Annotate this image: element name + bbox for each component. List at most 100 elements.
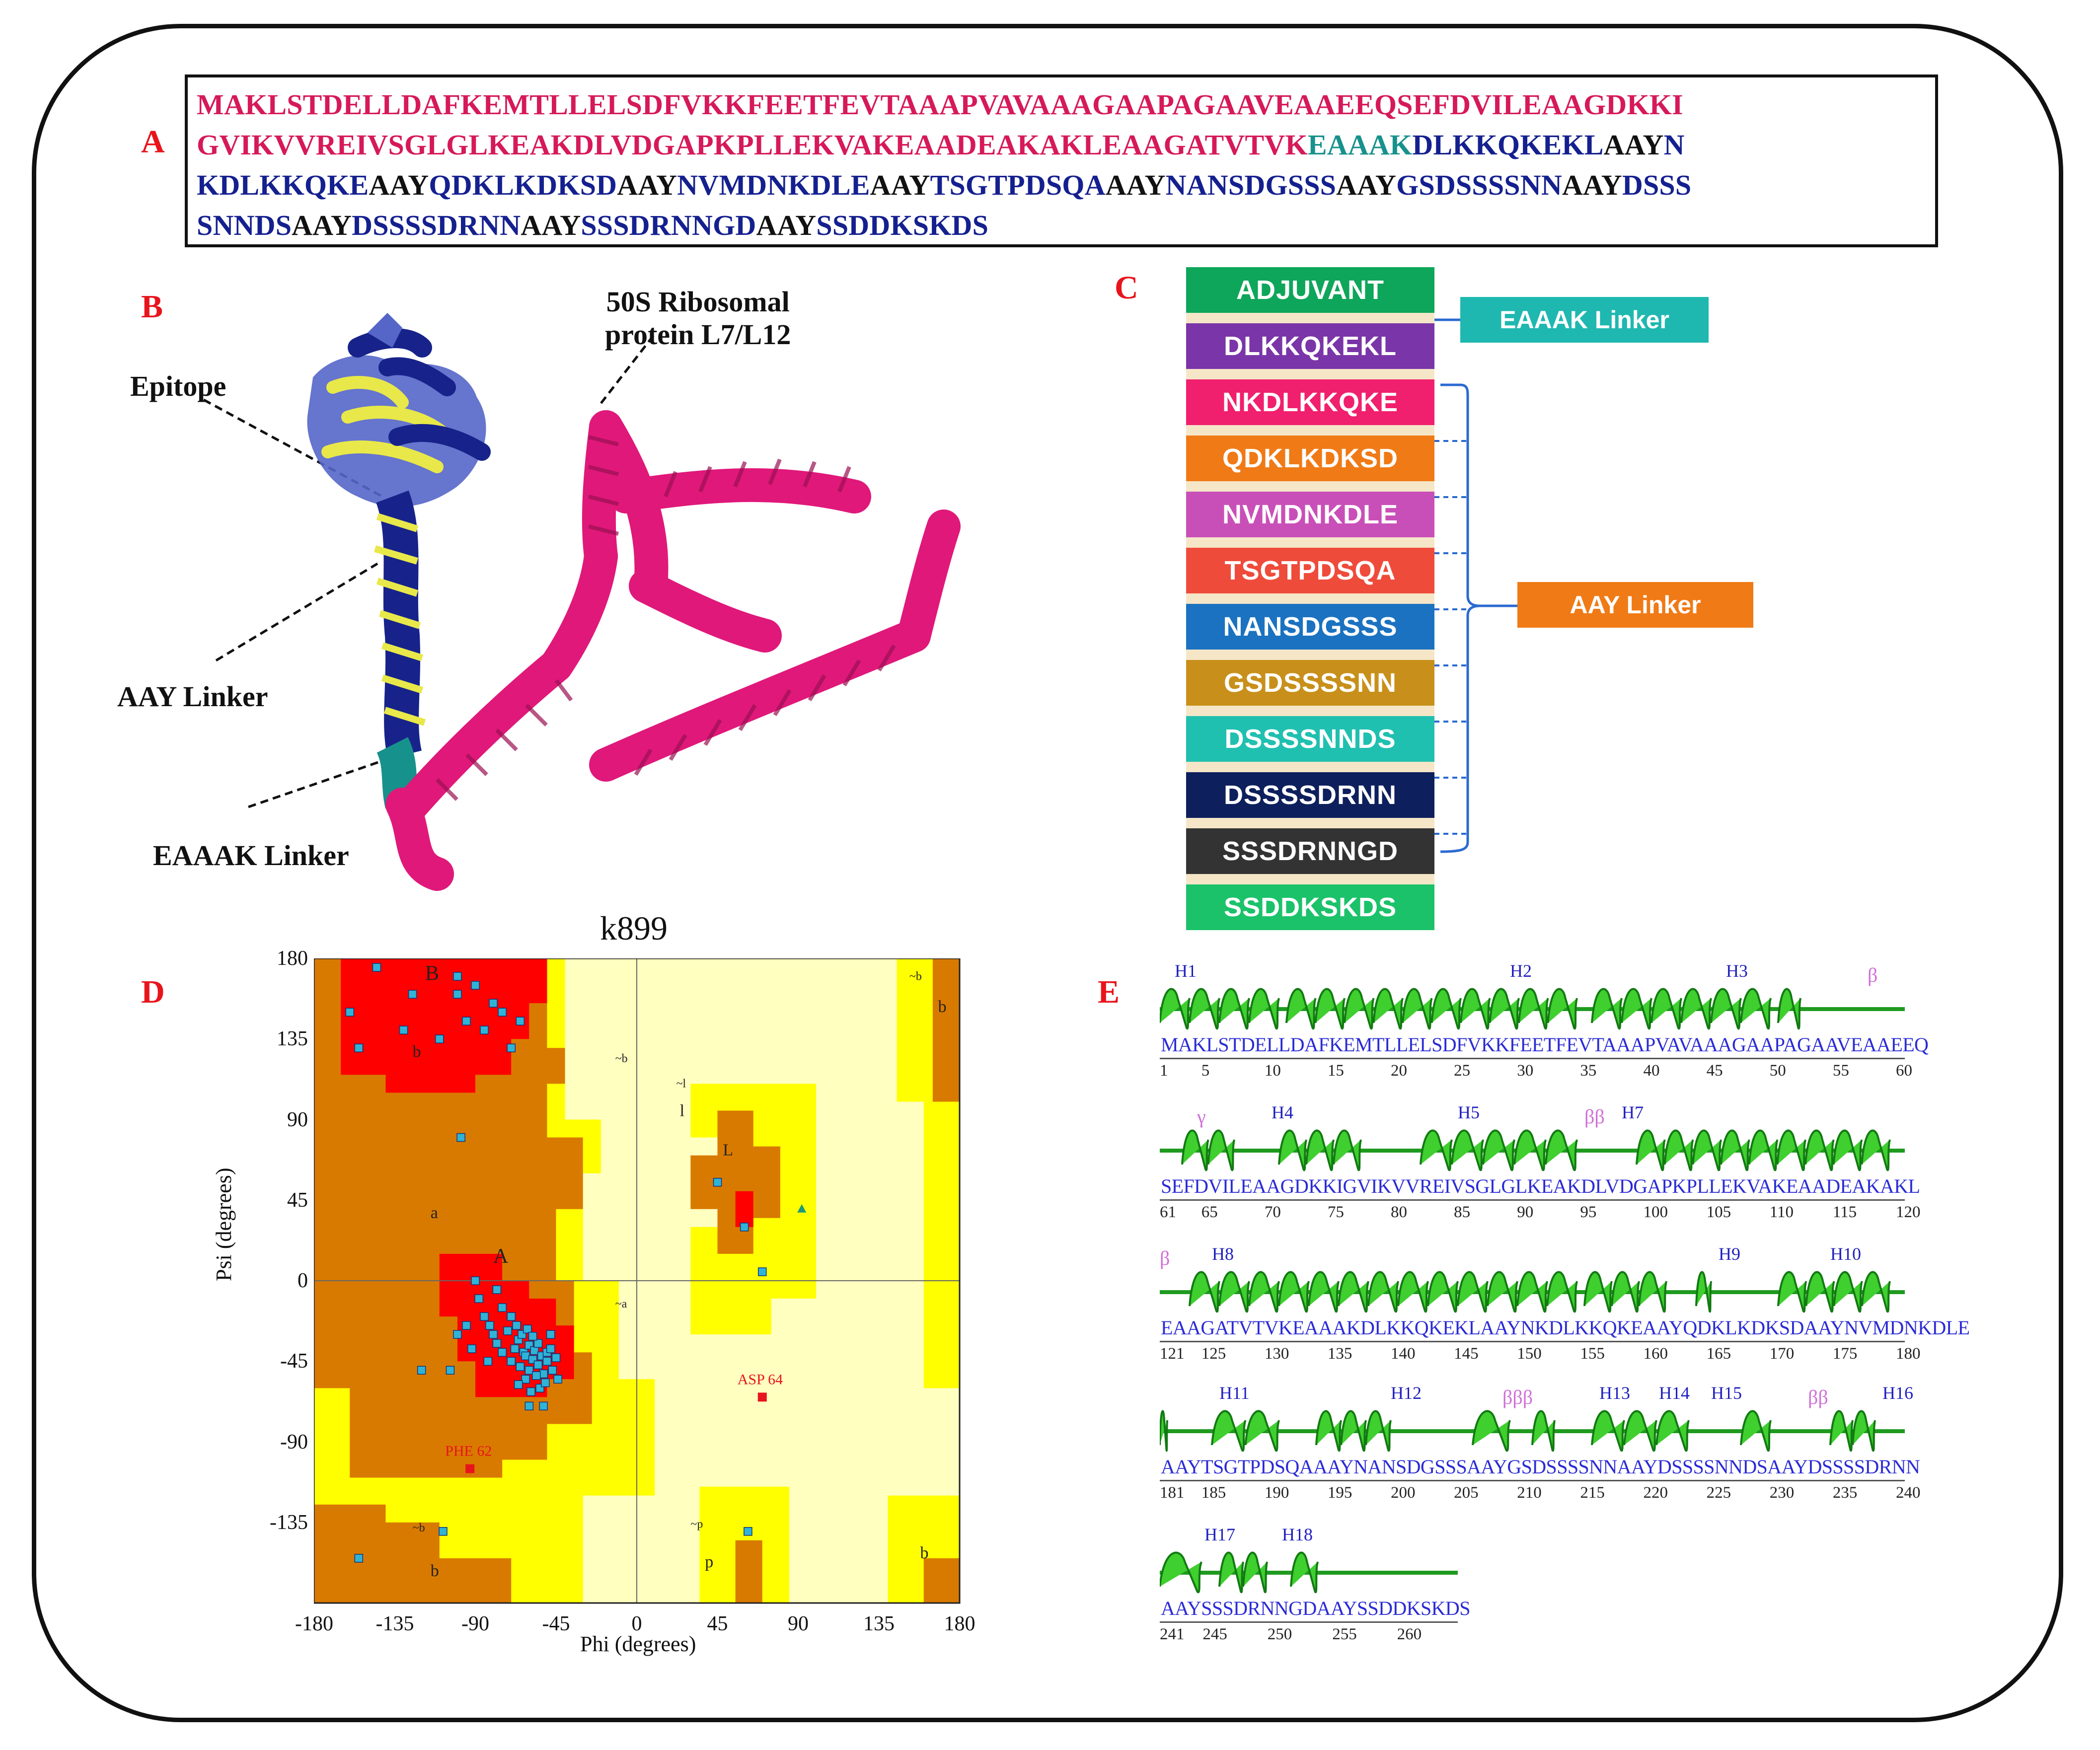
helix-turn (1583, 1271, 1613, 1313)
residue-point (507, 1312, 516, 1321)
residue-point (489, 1330, 498, 1339)
residue-point (498, 1008, 507, 1017)
helix-turn (1430, 988, 1462, 1030)
outlier-point (465, 1464, 475, 1473)
residue-point (399, 1025, 408, 1034)
sequence-segment-black: AAY (870, 169, 930, 201)
ruler-number: 140 (1391, 1345, 1416, 1363)
x-tick-label: -45 (542, 1612, 570, 1635)
epitope-domain (307, 313, 491, 507)
helix-label: H14 (1659, 1383, 1690, 1403)
helix-turn (1829, 1410, 1854, 1452)
ruler-number: 240 (1896, 1484, 1921, 1502)
ruler-number: 25 (1454, 1062, 1471, 1080)
ss-sequence: AAYTSGTPDSQAAAYNANSDGSSSAAYGSDSSSSNNAAYD… (1161, 1456, 1920, 1478)
helix-turn (1278, 1129, 1307, 1171)
region-allowed-br (923, 1558, 960, 1603)
helix-label: H3 (1726, 961, 1748, 981)
helix-turn (1720, 1129, 1750, 1171)
sequence-segment-blue: SSSDRNNGD (581, 209, 756, 241)
ruler-number: 120 (1896, 1203, 1921, 1221)
ruler-number: 1 (1160, 1062, 1168, 1080)
sequence-segment-blue: SSDDKSKDS (816, 209, 989, 241)
ruler-number: 165 (1706, 1345, 1731, 1363)
residue-point (516, 1017, 525, 1025)
construct-box: DLKKQKEKL (1186, 323, 1434, 369)
residue-point (492, 1285, 502, 1294)
ruler-number: 45 (1706, 1062, 1723, 1080)
helix-turn (1457, 1271, 1489, 1313)
residue-point (471, 1276, 480, 1285)
ruler-number: 215 (1580, 1484, 1605, 1502)
helix-turn (1777, 988, 1801, 1030)
y-tick-label: -135 (270, 1511, 308, 1534)
helix-turn (1852, 1410, 1876, 1452)
residue-point (483, 1357, 493, 1366)
residue-point (456, 1133, 465, 1142)
sequence-segment-pink: MAKLSTDELLDAFKEMTLLELSDFVKKFEETFEVTAAAPV… (197, 88, 1683, 121)
residue-point (446, 1366, 455, 1375)
ruler-number: 5 (1201, 1062, 1210, 1080)
region-label: ~b (615, 1052, 628, 1065)
ruler-number: 95 (1580, 1203, 1597, 1221)
residue-point (744, 1527, 752, 1536)
outlier-label: PHE 62 (445, 1443, 492, 1459)
ruler-line (1160, 1341, 1905, 1342)
eaaak-linker-callout: EAAAK Linker (153, 839, 349, 872)
ruler-number: 181 (1160, 1484, 1185, 1502)
linker-bracket-lines (1434, 318, 1517, 853)
helix-label: H12 (1391, 1383, 1422, 1403)
ruler-number: 241 (1160, 1625, 1185, 1643)
sequence-box: MAKLSTDELLDAFKEMTLLELSDFVKKFEETFEVTAAAPV… (185, 74, 1938, 247)
residue-point (480, 1312, 489, 1321)
residue-point (462, 1321, 471, 1330)
region-allowed-bottom (314, 1504, 512, 1603)
residue-point (539, 1369, 548, 1379)
helix-turn (1218, 988, 1250, 1030)
region-allowed-p (735, 1540, 762, 1603)
aay-linker-box: AAY Linker (1517, 582, 1753, 628)
residue-point (516, 1362, 525, 1371)
x-tick-label: -180 (295, 1612, 333, 1635)
ruler-number: 20 (1391, 1062, 1408, 1080)
residue-point (542, 1357, 552, 1366)
outlier-point (757, 1392, 767, 1402)
ruler-number: 60 (1896, 1062, 1912, 1080)
eaaak-leader-line (248, 753, 400, 808)
sequence-segment-pink: GVIKVVREIVSGLGLKEAKDLVDGAPKPLLEKVAKEAADE… (197, 129, 1308, 161)
region-label: B (425, 962, 439, 985)
y-tick-label: 0 (298, 1269, 308, 1292)
helix-turn (1451, 1129, 1484, 1171)
sequence-segment-blue: NANSDGSSS (1165, 169, 1337, 201)
construct-box: NVMDNKDLE (1186, 492, 1434, 537)
y-axis-label: Psi (degrees) (212, 1167, 236, 1282)
helix-turn (1314, 988, 1346, 1030)
residue-point (521, 1351, 530, 1361)
helix-label: H11 (1219, 1383, 1250, 1403)
region-label: p (705, 1553, 713, 1571)
strand-label: β (1160, 1247, 1170, 1269)
region-label: ~l (676, 1078, 686, 1091)
residue-point (510, 1344, 520, 1353)
helix-turn (1308, 1271, 1340, 1313)
residue-point (548, 1366, 557, 1375)
ruler-line (1160, 1621, 1458, 1623)
ruler-number: 225 (1706, 1484, 1731, 1502)
helix-turn (1513, 1129, 1547, 1171)
helix-turn (1160, 988, 1191, 1030)
residue-point (467, 1344, 476, 1353)
helix-label: H7 (1622, 1102, 1644, 1122)
residue-point (474, 1294, 483, 1303)
panel-label-c: C (1115, 270, 1138, 306)
x-axis-label: Phi (degrees) (580, 1632, 696, 1656)
residue-point (453, 1330, 462, 1339)
ruler-number: 90 (1517, 1203, 1534, 1221)
helix-turn (1482, 1129, 1515, 1171)
helix-label: H5 (1458, 1102, 1480, 1122)
helix-turn (1420, 1129, 1453, 1171)
residue-point (498, 1348, 507, 1357)
ribosomal-leader-line (600, 332, 657, 404)
ruler-number: 185 (1201, 1484, 1226, 1502)
x-tick-label: 0 (631, 1612, 642, 1635)
ruler-number: 85 (1454, 1203, 1471, 1221)
